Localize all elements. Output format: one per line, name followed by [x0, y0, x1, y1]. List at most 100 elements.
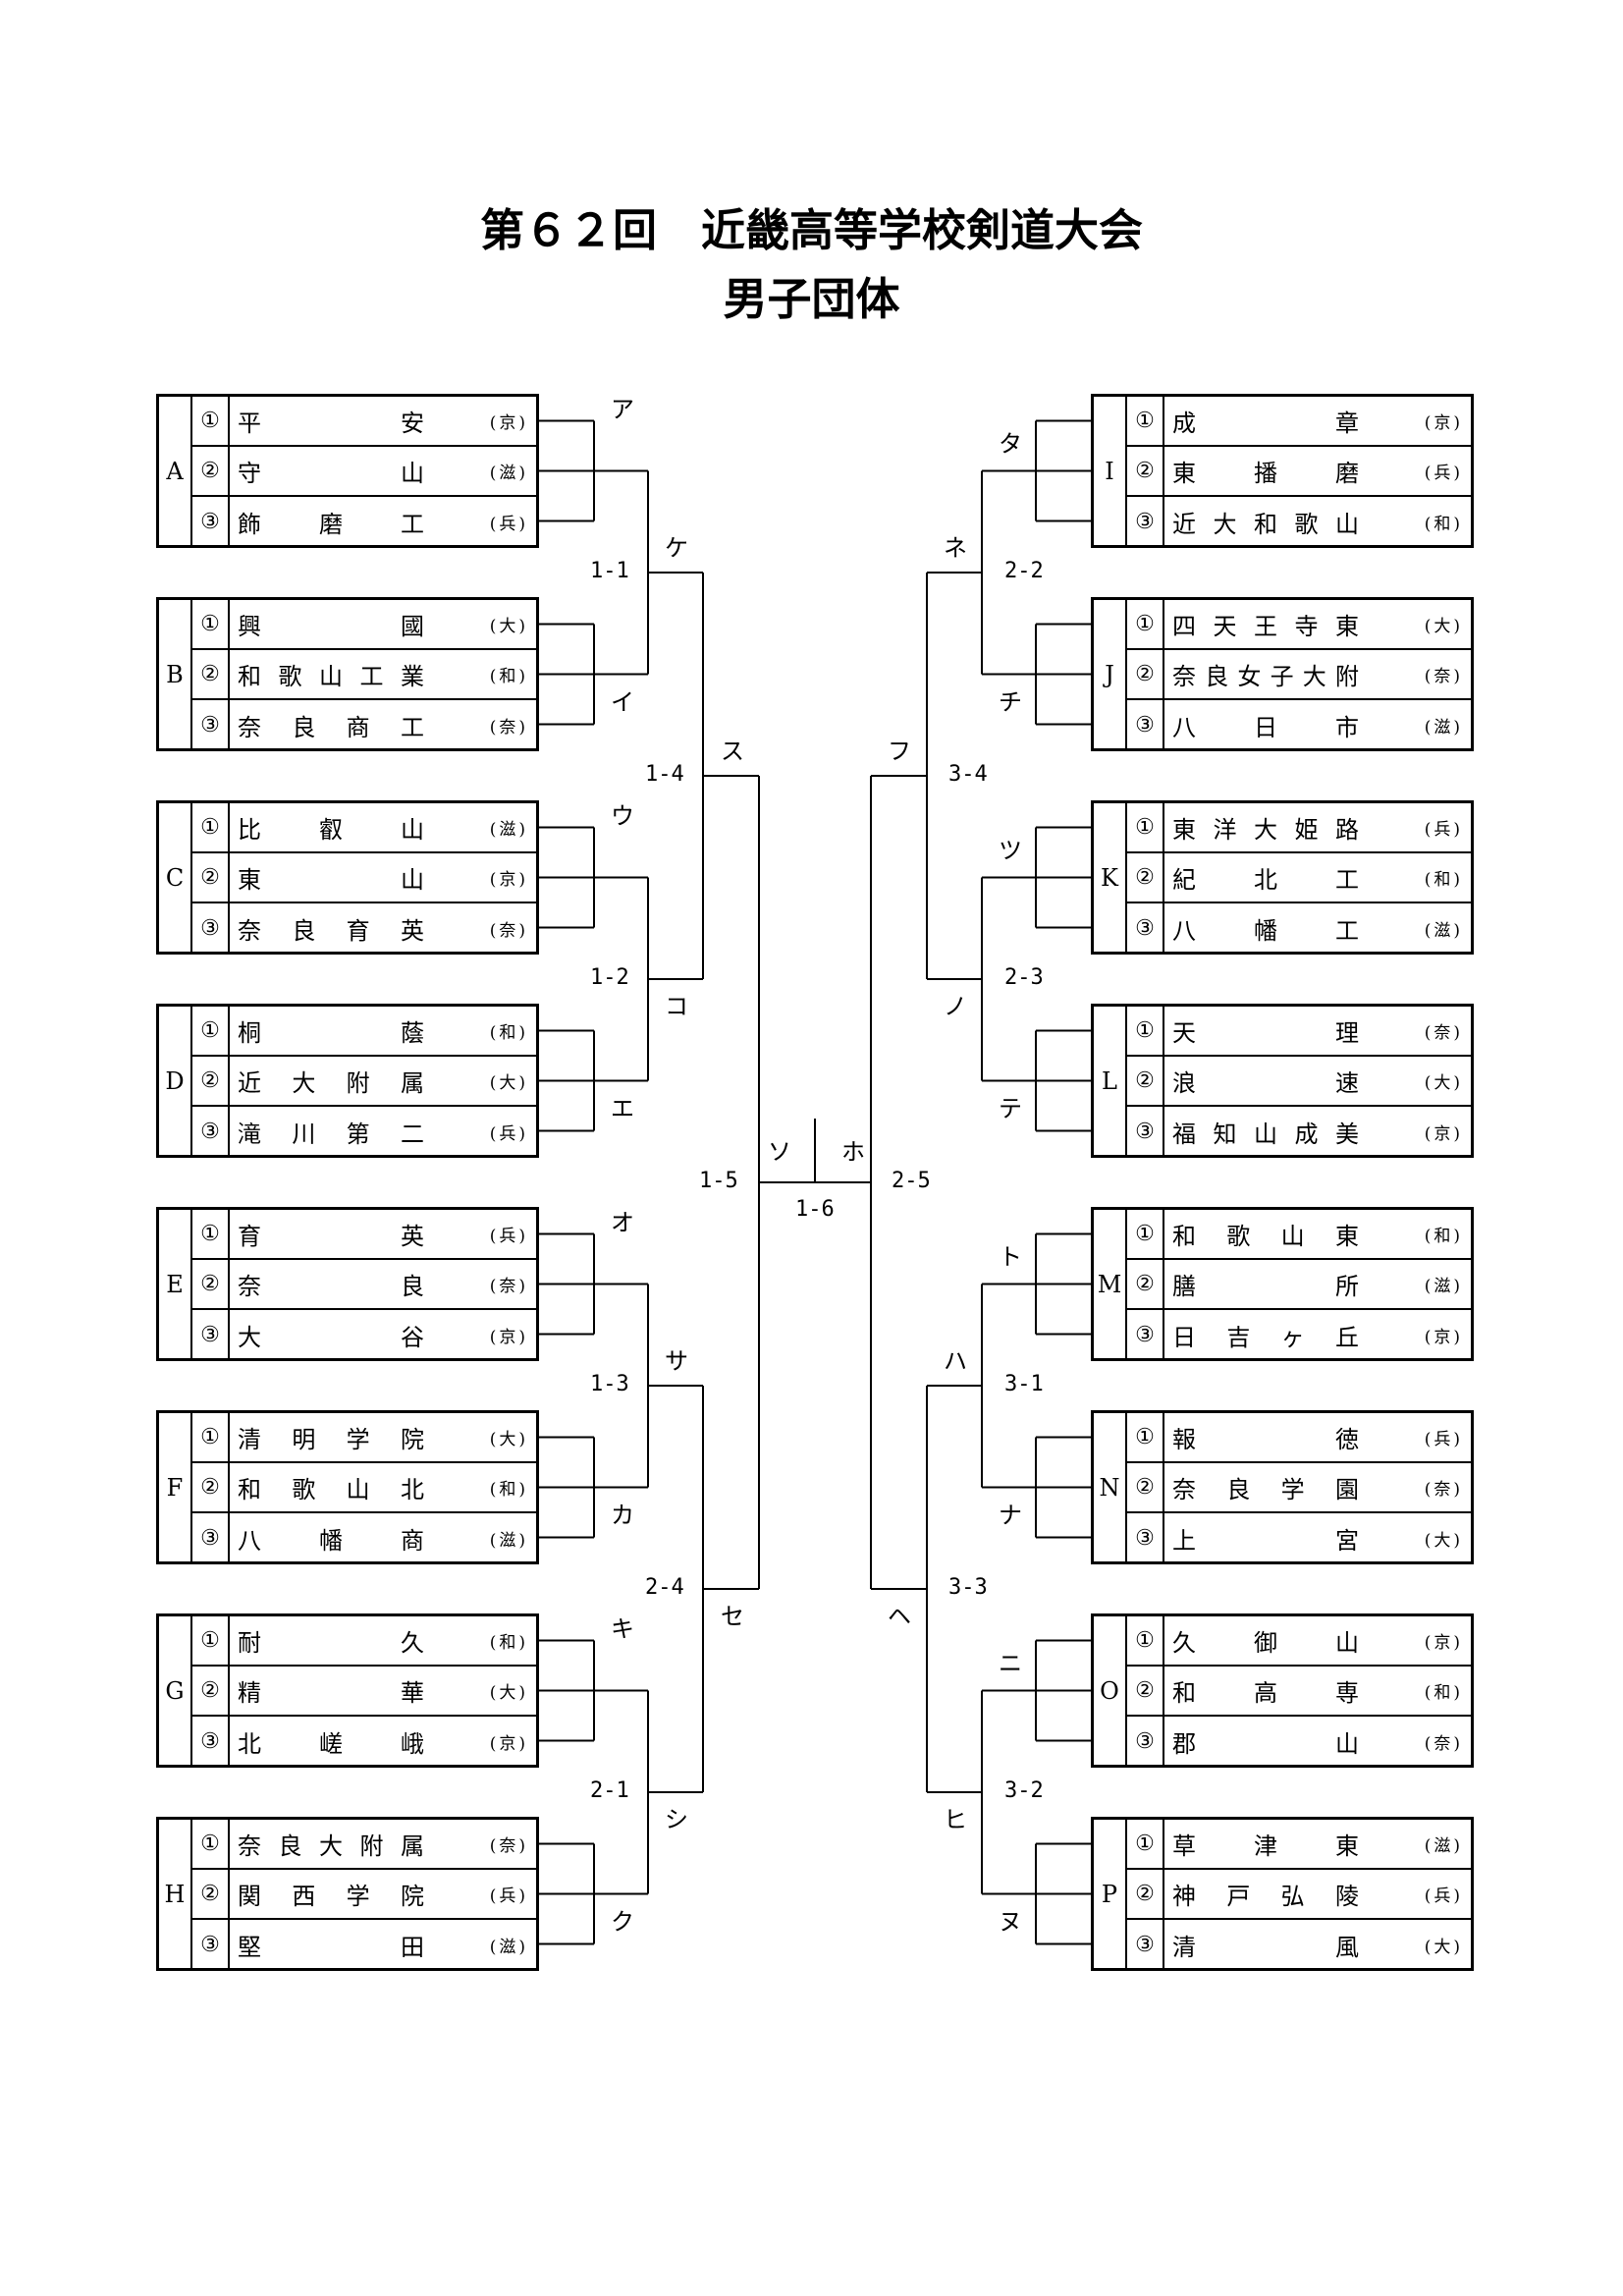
- seed-number: ③: [192, 1310, 230, 1360]
- seed-number: ③: [1127, 1513, 1164, 1563]
- match-code: 1-4: [645, 762, 684, 787]
- match-label: ト: [999, 1242, 1022, 1271]
- team-name: 和歌山北: [238, 1476, 424, 1503]
- prefecture: (和): [489, 1633, 528, 1653]
- prefecture: (兵): [1424, 820, 1463, 840]
- seed-number: ①: [192, 1210, 230, 1258]
- prefecture: (京): [489, 1328, 528, 1347]
- seed-number: ①: [192, 1007, 230, 1055]
- seed-number: ③: [192, 700, 230, 750]
- prefecture: (兵): [489, 1886, 528, 1906]
- group-letter: D: [159, 1007, 192, 1155]
- prefecture: (和): [489, 1023, 528, 1043]
- prefecture: (京): [1424, 413, 1463, 433]
- seed-number: ①: [192, 1413, 230, 1461]
- team-name: 近大和歌山: [1172, 511, 1359, 538]
- prefecture: (奈): [1424, 1734, 1463, 1754]
- team-name: 和高専: [1172, 1679, 1359, 1707]
- seed-number: ③: [192, 1920, 230, 1970]
- group-letter: K: [1094, 803, 1127, 952]
- page-subtitle: 男子団体: [723, 273, 900, 325]
- team-name: 耐久: [238, 1629, 424, 1657]
- prefecture: (和): [1424, 515, 1463, 534]
- prefecture: (京): [489, 413, 528, 433]
- group-letter: A: [159, 397, 192, 545]
- team-name: 郡山: [1172, 1730, 1359, 1758]
- seed-number: ③: [192, 1717, 230, 1767]
- team-name: 桐蔭: [238, 1019, 424, 1047]
- prefecture: (滋): [1424, 1277, 1463, 1296]
- prefecture: (大): [1424, 1073, 1463, 1093]
- match-label: サ: [665, 1347, 688, 1375]
- prefecture: (京): [489, 870, 528, 890]
- team-name: 育英: [238, 1223, 424, 1250]
- seed-number: ②: [1127, 650, 1164, 698]
- prefecture: (滋): [489, 1938, 528, 1957]
- group-letter: F: [159, 1413, 192, 1561]
- seed-number: ③: [192, 497, 230, 547]
- seed-number: ①: [1127, 1007, 1164, 1055]
- match-label: カ: [611, 1501, 634, 1529]
- match-code: 1-6: [795, 1197, 835, 1222]
- page-title: 第６２回 近畿高等学校剣道大会: [479, 204, 1143, 256]
- match-label: フ: [888, 738, 911, 765]
- match-label: ケ: [665, 534, 688, 562]
- team-name: 草津東: [1172, 1832, 1359, 1860]
- prefecture: (滋): [1424, 718, 1463, 738]
- prefecture: (奈): [489, 1836, 528, 1856]
- match-code: 2-3: [1004, 965, 1044, 990]
- team-name: 精華: [238, 1679, 424, 1707]
- group-letter: P: [1094, 1820, 1127, 1968]
- prefecture: (大): [1424, 617, 1463, 636]
- group-letter: C: [159, 803, 192, 952]
- team-name: 和歌山東: [1172, 1223, 1359, 1250]
- prefecture: (兵): [489, 1227, 528, 1246]
- team-name: 八幡工: [1172, 917, 1359, 945]
- seed-number: ①: [1127, 397, 1164, 445]
- prefecture: (滋): [489, 1531, 528, 1551]
- match-code: 3-3: [948, 1575, 988, 1600]
- prefecture: (京): [489, 1734, 528, 1754]
- prefecture: (和): [489, 667, 528, 686]
- match-code: 2-2: [1004, 559, 1044, 583]
- prefecture: (奈): [489, 921, 528, 941]
- seed-number: ①: [192, 803, 230, 851]
- team-name: 上宮: [1172, 1527, 1359, 1555]
- prefecture: (奈): [1424, 1480, 1463, 1500]
- match-code: 1-1: [590, 559, 629, 583]
- prefecture: (大): [489, 1683, 528, 1703]
- match-label: ヌ: [999, 1907, 1022, 1936]
- team-name: 堅田: [238, 1934, 424, 1961]
- seed-number: ③: [1127, 903, 1164, 954]
- prefecture: (滋): [489, 464, 528, 483]
- match-label: ホ: [841, 1138, 865, 1166]
- seed-number: ②: [1127, 447, 1164, 495]
- match-label: ヘ: [888, 1603, 911, 1630]
- team-name: 日吉ヶ丘: [1172, 1324, 1359, 1351]
- seed-number: ②: [192, 1463, 230, 1511]
- seed-number: ③: [1127, 700, 1164, 750]
